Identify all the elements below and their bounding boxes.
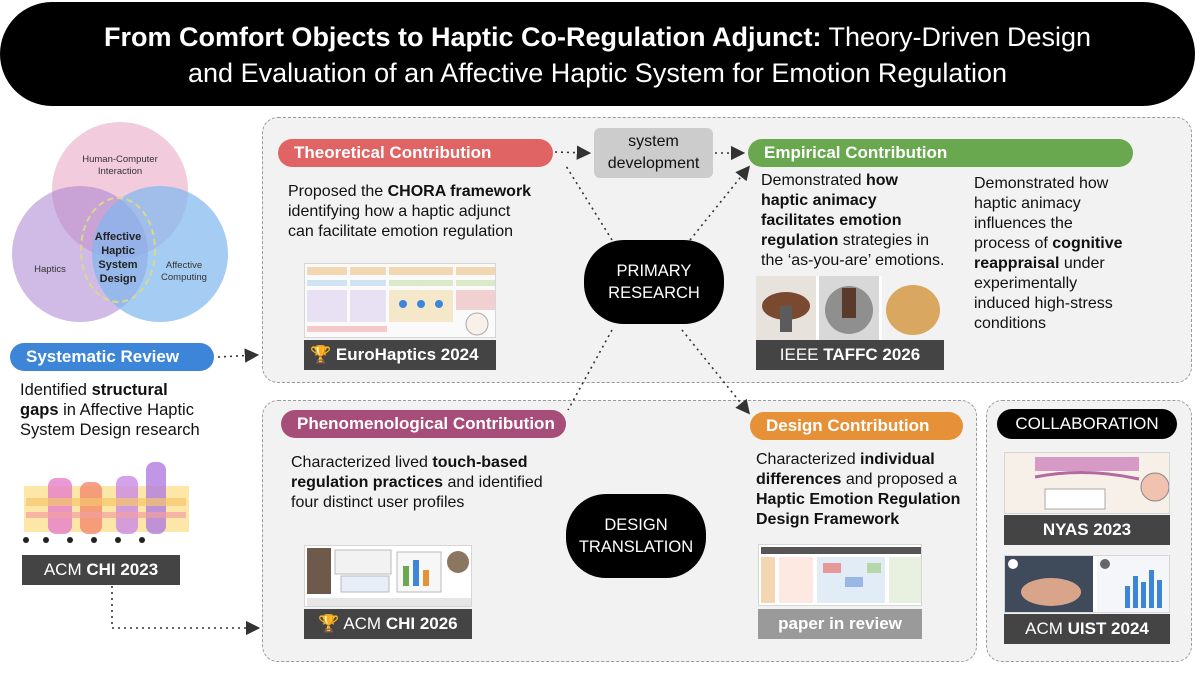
uist-figure — [1004, 555, 1170, 613]
chora-framework-figure — [304, 263, 496, 338]
title-banner: From Comfort Objects to Haptic Co-Regula… — [0, 2, 1195, 106]
arrow-chi2023-to-design-panel — [111, 586, 261, 636]
theoretical-contribution-text: Proposed the CHORA framework identifying… — [288, 183, 532, 240]
design-contribution-text: Characterized individual differences and… — [756, 451, 961, 528]
uist-venue: ACM UIST 2024 — [1004, 614, 1170, 644]
venn-center-1: Affective — [95, 231, 141, 243]
theoretical-contribution-pill: Theoretical Contribution — [278, 139, 553, 167]
trophy-icon: 🏆 — [318, 614, 340, 633]
empirical-contribution-pill: Empirical Contribution — [748, 139, 1133, 167]
phenomenological-contribution-pill: Phenomenological Contribution — [281, 410, 566, 438]
venn-diagram: Human-Computer Interaction Haptics Affec… — [12, 122, 228, 322]
venn-label-hci-2: Interaction — [98, 166, 142, 177]
title-line-2: and Evaluation of an Affective Haptic Sy… — [188, 58, 1007, 88]
design-contribution-pill: Design Contribution — [750, 412, 963, 440]
systematic-review-text: Identified structural gaps in Affective … — [20, 381, 200, 439]
venn-center-3: System — [98, 259, 137, 271]
design-venue: paper in review — [758, 609, 922, 639]
haptic-devices-photo — [756, 276, 944, 340]
venn-label-hci-1: Human-Computer — [82, 154, 158, 165]
nyas-figure — [1004, 452, 1170, 514]
arrow-primary-to-design — [681, 329, 751, 415]
arrow-primary-to-phenomenological — [567, 329, 613, 411]
empirical-venue: IEEE TAFFC 2026 — [756, 340, 944, 370]
theoretical-venue: 🏆 EuroHaptics 2024 — [304, 340, 496, 370]
systematic-review-pill: Systematic Review — [10, 343, 214, 371]
primary-research-label: PRIMARY RESEARCH — [584, 240, 724, 324]
empirical-contribution-text-b: Demonstrated how haptic animacy influenc… — [974, 175, 1123, 332]
arrow-primary-to-empirical — [689, 165, 751, 241]
venn-circle-affective — [92, 186, 228, 322]
design-translation-label: DESIGN TRANSLATION — [566, 494, 706, 578]
phenomenological-figure — [304, 545, 472, 607]
systematic-review-figure — [20, 458, 195, 550]
phenomenological-contribution-text: Characterized lived touch-based regulati… — [291, 454, 543, 511]
arrow-review-to-primary — [217, 348, 260, 363]
venn-label-affective-2: Computing — [161, 272, 207, 283]
empirical-contribution-text-a: Demonstrated how haptic animacy facilita… — [761, 172, 945, 269]
venn-center-highlight — [80, 197, 156, 303]
design-framework-figure — [758, 544, 922, 606]
system-development-box: system development — [594, 128, 713, 178]
venn-label-affective-1: Affective — [166, 260, 202, 271]
arrow-theoretical-to-system — [554, 145, 592, 160]
venn-center-2: Haptic — [101, 245, 135, 257]
venn-center-4: Design — [100, 273, 137, 285]
title-line-1: From Comfort Objects to Haptic Co-Regula… — [103, 22, 1092, 52]
systematic-review-venue: ACM CHI 2023 — [22, 555, 180, 585]
trophy-icon: 🏆 — [310, 345, 332, 364]
venn-label-haptics: Haptics — [34, 264, 66, 275]
nyas-venue: NYAS 2023 — [1004, 515, 1170, 545]
arrow-primary-to-theoretical — [565, 165, 613, 241]
phenomenological-venue: 🏆 ACM CHI 2026 — [304, 609, 472, 639]
collaboration-label: COLLABORATION — [997, 409, 1177, 439]
